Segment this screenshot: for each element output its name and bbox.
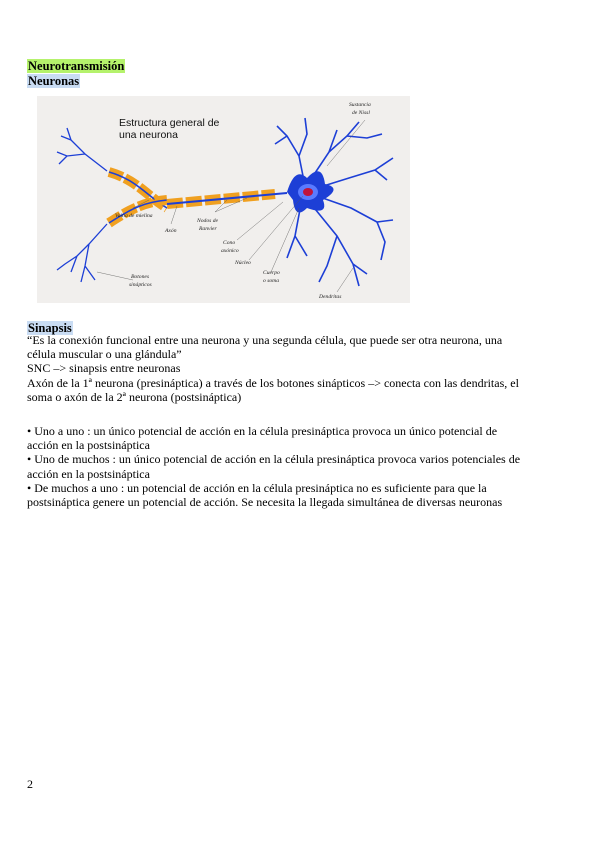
label-ranvier-1: Nodos de	[196, 218, 218, 224]
list-item-line-2: postsináptica genere un potencial de acc…	[27, 495, 503, 510]
section-heading-sinapsis-wrap: Sinapsis	[27, 319, 73, 337]
axon	[166, 192, 288, 205]
title-neurotransmision: Neurotransmisión	[27, 59, 126, 73]
label-cone-2: axónico	[221, 248, 239, 254]
label-soma-1: Cuerpo	[263, 270, 280, 276]
list-item-line-2: acción en la postsináptica	[27, 438, 150, 453]
list-item: • Uno a uno : un único potencial de acci…	[27, 424, 572, 452]
nucleus	[303, 188, 313, 196]
sinapsis-definition: “Es la conexión funcional entre una neur…	[27, 333, 572, 404]
list-item-line-2: acción en la postsináptica	[27, 466, 150, 481]
label-nucleus: Núcleo	[234, 260, 251, 266]
axon-terminals-top	[56, 127, 108, 172]
section-heading-sinapsis: Sinapsis	[27, 321, 73, 335]
label-soma-2: o soma	[263, 278, 279, 284]
list-item: • Uno de muchos : un único potencial de …	[27, 452, 572, 480]
label-myelin: Vaina de mielina	[115, 213, 153, 219]
figure-title-line2: una neurona	[119, 129, 178, 141]
axon-terminals-bottom	[56, 223, 108, 283]
axon-line-1: Axón de la 1ª neurona (presináptica) a t…	[27, 375, 519, 390]
axon-line-2: soma o axón de la 2ª neurona (postsinápt…	[27, 389, 242, 404]
label-cone-1: Cono	[223, 240, 235, 246]
leader-lines	[96, 119, 366, 293]
label-axon: Axón	[164, 228, 177, 234]
snc-line: SNC –> sinapsis entre neuronas	[27, 361, 181, 376]
neuron-illustration: Estructura general de una neurona Sustan…	[56, 102, 394, 300]
synapse-types-list: • Uno a uno : un único potencial de acci…	[27, 424, 572, 509]
document-title: Neurotransmisión	[27, 57, 126, 75]
section-heading-neuronas-wrap: Neuronas	[27, 72, 81, 90]
definition-line-1: “Es la conexión funcional entre una neur…	[27, 333, 503, 347]
label-nissl-1: Sustancia	[349, 102, 371, 108]
label-ranvier-2: Ranvier	[198, 226, 218, 232]
dendrites	[274, 117, 394, 287]
figure-title-line1: Estructura general de	[119, 117, 220, 129]
list-item-line-1: • Uno de muchos : un único potencial de …	[27, 452, 521, 467]
label-buttons-1: Botones	[131, 274, 149, 280]
neuron-structure-figure: Estructura general de una neurona Sustan…	[37, 96, 410, 303]
label-nissl-2: de Nissl	[352, 110, 370, 116]
section-heading-neuronas: Neuronas	[27, 74, 81, 88]
page-number: 2	[27, 777, 33, 791]
list-item: • De muchos a uno : un potencial de acci…	[27, 481, 572, 509]
label-dendrites: Dendritas	[318, 294, 341, 300]
list-item-line-1: • Uno a uno : un único potencial de acci…	[27, 424, 498, 438]
definition-line-2: célula muscular o una glándula”	[27, 347, 182, 362]
list-item-line-1: • De muchos a uno : un potencial de acci…	[27, 480, 487, 495]
myelin-sheath-lower	[106, 195, 168, 228]
label-buttons-2: sinápticos	[129, 282, 152, 288]
